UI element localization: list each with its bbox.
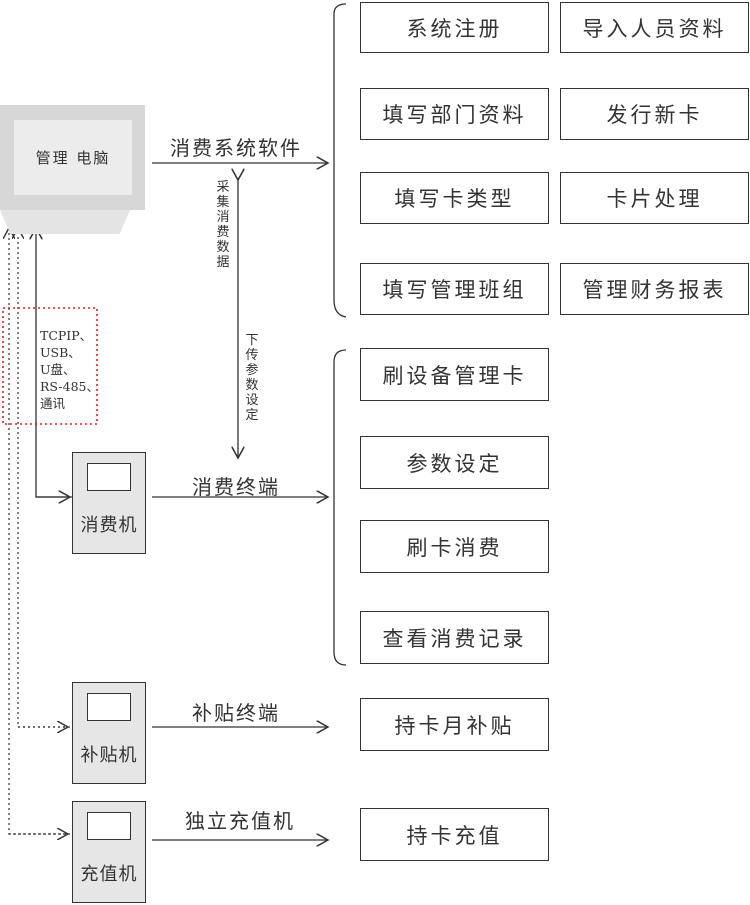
function-swipe-consume: 刷卡消费	[360, 520, 549, 573]
function-parameter-setting: 参数设定	[360, 436, 549, 489]
function-finance-report: 管理财务报表	[560, 263, 749, 315]
function-import-staff: 导入人员资料	[560, 2, 749, 53]
comm-line: USB、	[40, 345, 81, 360]
device-screen	[87, 693, 131, 721]
function-card-type: 填写卡类型	[360, 172, 549, 224]
function-card-handling: 卡片处理	[560, 172, 749, 224]
collect-data-label: 采集消费数据	[216, 180, 230, 270]
management-computer: 管理 电脑	[0, 105, 145, 210]
consume-terminal-label: 消费终端	[192, 475, 280, 499]
comm-line: U盘、	[40, 362, 76, 377]
computer-label: 管理 电脑	[14, 120, 132, 195]
recharge-machine: 充值机	[72, 801, 146, 903]
device-screen	[87, 463, 131, 491]
software-label: 消费系统软件	[170, 136, 302, 160]
consume-machine: 消费机	[72, 452, 146, 554]
function-monthly-subsidy: 持卡月补贴	[360, 698, 549, 751]
comm-line: RS-485、	[40, 379, 100, 394]
device-screen	[87, 812, 131, 840]
function-swipe-admin-card: 刷设备管理卡	[360, 348, 549, 401]
comm-box	[2, 307, 98, 425]
computer-stand	[0, 210, 130, 234]
subsidy-machine-label: 补贴机	[80, 745, 138, 766]
subsidy-terminal-label: 补贴终端	[192, 701, 280, 725]
function-department: 填写部门资料	[360, 88, 549, 140]
function-issue-card: 发行新卡	[560, 88, 749, 140]
function-card-recharge: 持卡充值	[360, 808, 549, 861]
download-params-label: 下传参数设定	[245, 333, 259, 423]
subsidy-machine: 补贴机	[72, 682, 146, 784]
brace-consume	[333, 349, 347, 666]
comm-line: 通讯	[40, 396, 66, 411]
recharge-terminal-label: 独立充值机	[185, 809, 295, 833]
brace-software	[333, 3, 347, 318]
consume-machine-label: 消费机	[80, 515, 138, 536]
function-shift-group: 填写管理班组	[360, 263, 549, 315]
recharge-machine-label: 充值机	[80, 864, 138, 885]
comm-methods: TCPIP、 USB、 U盘、 RS-485、 通讯	[40, 327, 99, 412]
comm-line: TCPIP、	[40, 328, 93, 343]
subsidy-link	[18, 228, 70, 728]
function-system-register: 系统注册	[360, 2, 549, 53]
function-view-records: 查看消费记录	[360, 611, 549, 664]
